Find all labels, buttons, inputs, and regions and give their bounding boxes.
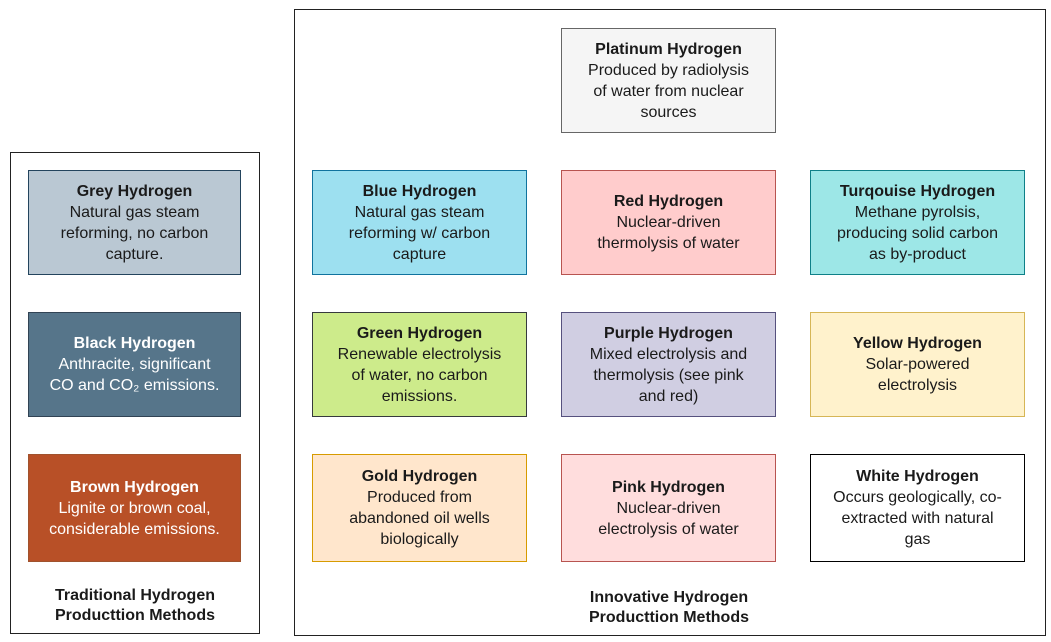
box-title: Grey Hydrogen [76, 182, 193, 200]
grey-hydrogen-box: Grey Hydrogen Natural gas steam reformin… [28, 170, 241, 275]
box-description: Occurs geologically, co- extracted with … [833, 489, 1002, 548]
blue-hydrogen-box: Blue Hydrogen Natural gas steam reformin… [312, 170, 527, 275]
box-title: Gold Hydrogen [361, 468, 478, 485]
gold-hydrogen-box: Gold Hydrogen Produced from abandoned oi… [312, 454, 527, 562]
black-hydrogen-box: Black Hydrogen Anthracite, significant C… [28, 312, 241, 417]
box-title: Pink Hydrogen [612, 478, 725, 496]
pink-hydrogen-box: Pink Hydrogen Nuclear-driven electrolysi… [561, 454, 776, 562]
box-title: White Hydrogen [856, 468, 979, 485]
box-title: Black Hydrogen [73, 335, 196, 352]
box-title: Purple Hydrogen [604, 324, 733, 342]
box-description: Mixed electrolysis and thermolysis (see … [589, 345, 748, 405]
box-title: Turqouise Hydrogen [839, 182, 996, 200]
white-hydrogen-box: White Hydrogen Occurs geologically, co- … [810, 454, 1025, 562]
traditional-methods-label: Traditional Hydrogen Producttion Methods [54, 587, 215, 624]
box-title: Blue Hydrogen [362, 182, 477, 200]
box-title: Green Hydrogen [356, 324, 483, 342]
box-description: Nuclear-driven thermolysis of water [597, 214, 740, 252]
box-title: Red Hydrogen [613, 193, 724, 210]
box-description: Methane pyrolsis, producing solid carbon… [837, 203, 998, 263]
box-description: Renewable electrolysis of water, no carb… [337, 345, 502, 405]
box-description: Natural gas steam reforming, no carbon c… [60, 203, 209, 263]
innovative-methods-label: Innovative Hydrogen Producttion Methods [589, 589, 749, 626]
box-description: Nuclear-driven electrolysis of water [598, 499, 739, 538]
box-title: Platinum Hydrogen [595, 40, 742, 58]
red-hydrogen-box: Red Hydrogen Nuclear-driven thermolysis … [561, 170, 776, 275]
box-description: Produced by radiolysis of water from nuc… [588, 61, 749, 121]
box-description: Solar-powered electrolysis [865, 356, 970, 394]
purple-hydrogen-box: Purple Hydrogen Mixed electrolysis and t… [561, 312, 776, 417]
platinum-hydrogen-box: Platinum Hydrogen Produced by radiolysis… [561, 28, 776, 133]
box-description: Produced from abandoned oil wells biolog… [349, 489, 490, 548]
turquoise-hydrogen-box: Turqouise Hydrogen Methane pyrolsis, pro… [810, 170, 1025, 275]
box-description: Natural gas steam reforming w/ carbon ca… [348, 203, 491, 263]
box-description: Lignite or brown coal, considerable emis… [49, 499, 220, 538]
box-description: Anthracite, significant CO and CO₂ emiss… [49, 356, 220, 394]
yellow-hydrogen-box: Yellow Hydrogen Solar-powered electrolys… [810, 312, 1025, 417]
green-hydrogen-box: Green Hydrogen Renewable electrolysis of… [312, 312, 527, 417]
brown-hydrogen-box: Brown Hydrogen Lignite or brown coal, co… [28, 454, 241, 562]
box-title: Yellow Hydrogen [853, 335, 982, 352]
box-title: Brown Hydrogen [70, 478, 199, 496]
